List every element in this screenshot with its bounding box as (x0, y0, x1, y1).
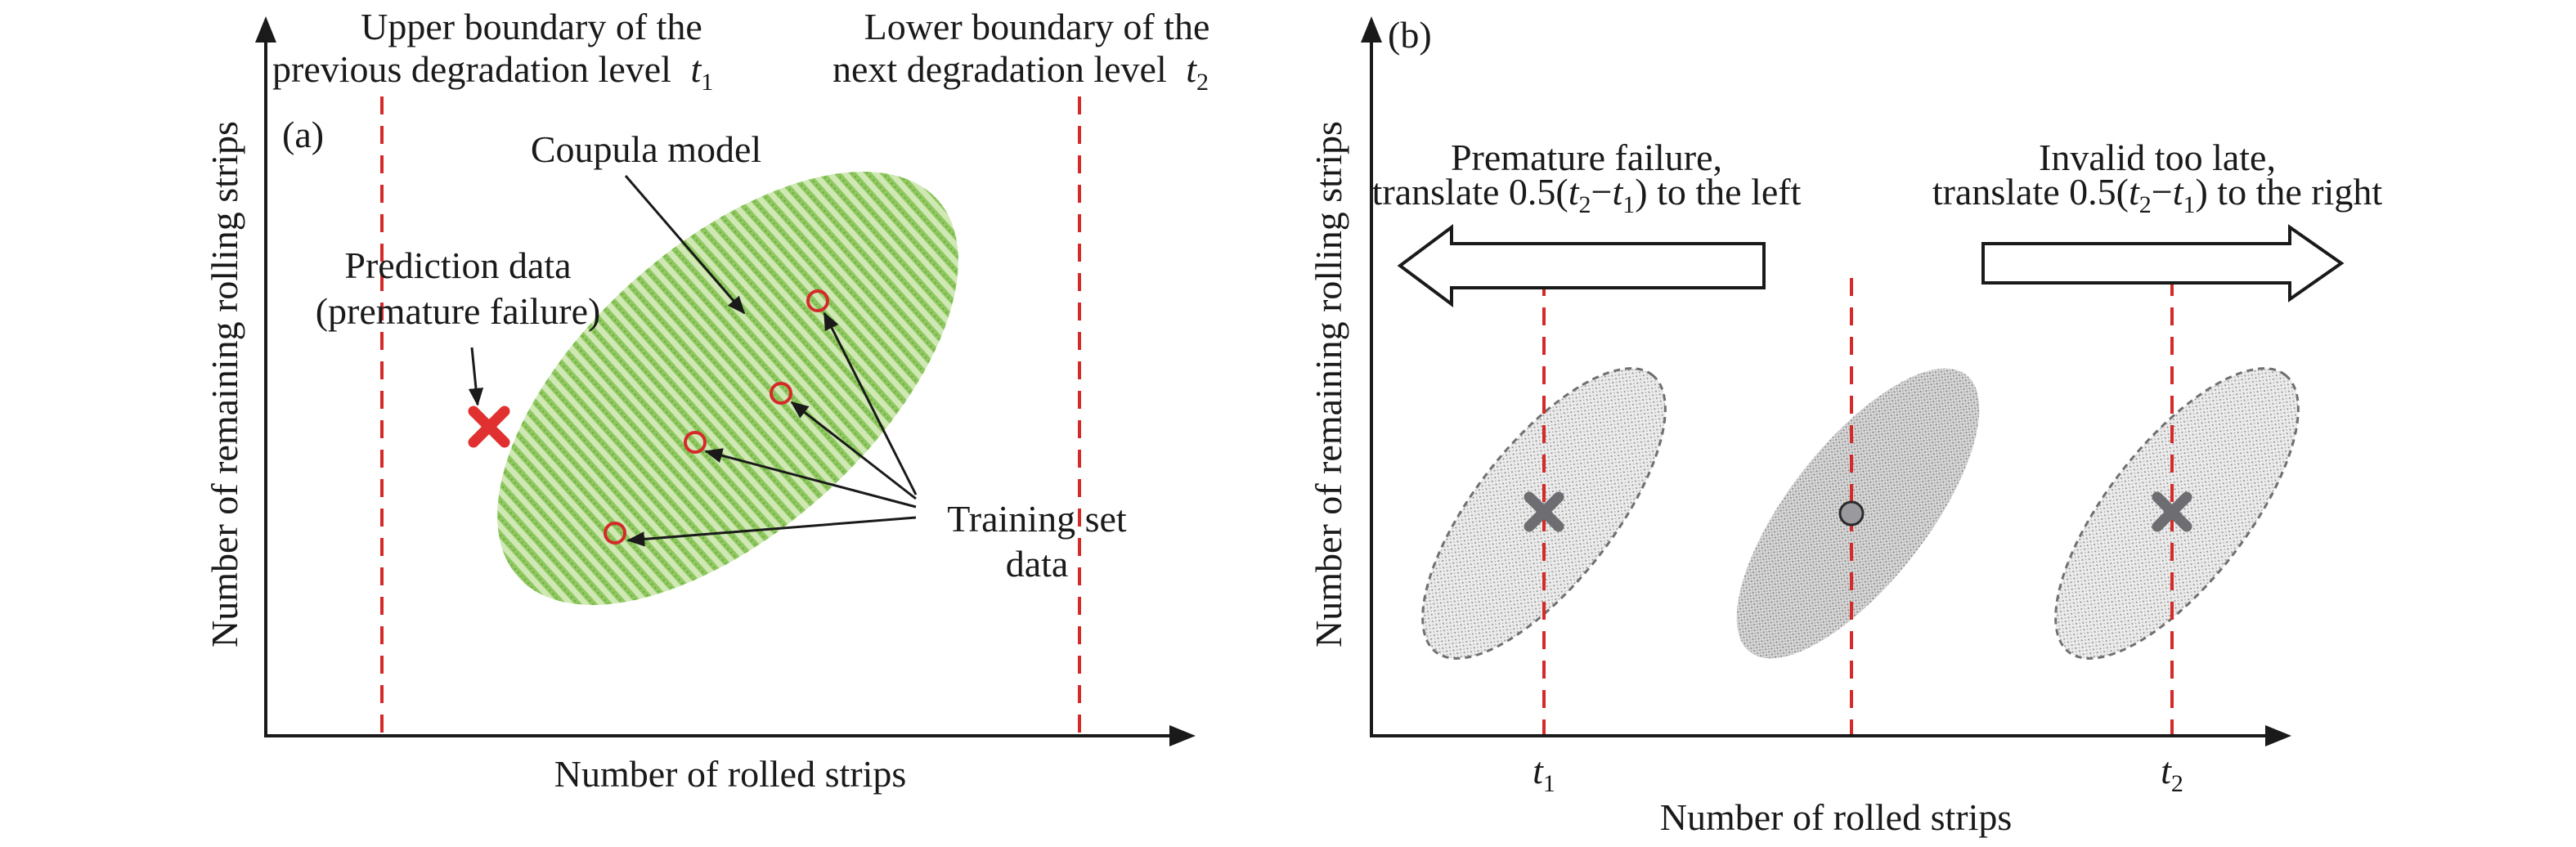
right-arrow-icon (1981, 224, 2345, 302)
training-point (806, 289, 829, 312)
late-label-line1: Invalid too late, (2039, 137, 2276, 178)
y-axis-a-arrow (255, 16, 276, 43)
upper-boundary-label-line2: previous degradation level t1 (272, 48, 713, 96)
upper-boundary-label-line1: Upper boundary of the (361, 6, 702, 47)
training-pointer (626, 516, 917, 547)
x-axis-b-arrow (2265, 725, 2291, 746)
late-label-line2: translate 0.5(t2−t1) to the right (1932, 171, 2383, 218)
panel-b-tag: (b) (1388, 14, 1432, 56)
x-axis-b-label: Number of rolled strips (1660, 796, 2013, 838)
prediction-pointer (468, 347, 484, 406)
prediction-label-line2: (premature failure) (316, 290, 601, 332)
left-x-marker (1524, 491, 1564, 532)
training-label-line2: data (1006, 543, 1069, 585)
y-axis-a-label: Number of remaining rolling strips (204, 121, 245, 648)
y-axis-b-arrow (1361, 16, 1382, 43)
right-x-marker (2152, 491, 2192, 532)
left-arrow-icon (1397, 224, 1766, 307)
tick-t1: t1 (1533, 750, 1555, 797)
panel-a-tag: (a) (282, 114, 324, 155)
premature-label-line1: Premature failure, (1451, 137, 1722, 178)
copula-label: Coupula model (531, 128, 761, 170)
premature-label-line2: translate 0.5(t2−t1) to the left (1372, 171, 1802, 218)
tick-t2: t2 (2161, 750, 2183, 797)
copula-pointer (624, 175, 746, 315)
training-label-line1: Training set (947, 498, 1127, 540)
y-axis-b-label: Number of remaining rolling strips (1308, 121, 1349, 648)
center-point-marker (1838, 500, 1865, 527)
prediction-label-line1: Prediction data (344, 244, 571, 286)
lower-boundary-label-line2: next degradation level t2 (832, 48, 1209, 96)
copula-ellipse (497, 172, 958, 605)
x-axis-a-label: Number of rolled strips (554, 753, 907, 795)
training-point (604, 522, 626, 544)
training-pointer (790, 401, 917, 500)
x-axis-a-arrow (1169, 725, 1196, 746)
training-pointer (704, 448, 917, 509)
prediction-marker (468, 406, 510, 448)
training-point (770, 382, 792, 405)
panel-b: (b) Premature failure, translate 0.5(t2−… (1308, 14, 2382, 838)
lower-boundary-label-line1: Lower boundary of the (864, 6, 1210, 47)
panel-a: (a) Upper boundary of the previous degra… (204, 6, 1209, 795)
training-pointer (823, 311, 918, 495)
training-point (684, 431, 707, 454)
